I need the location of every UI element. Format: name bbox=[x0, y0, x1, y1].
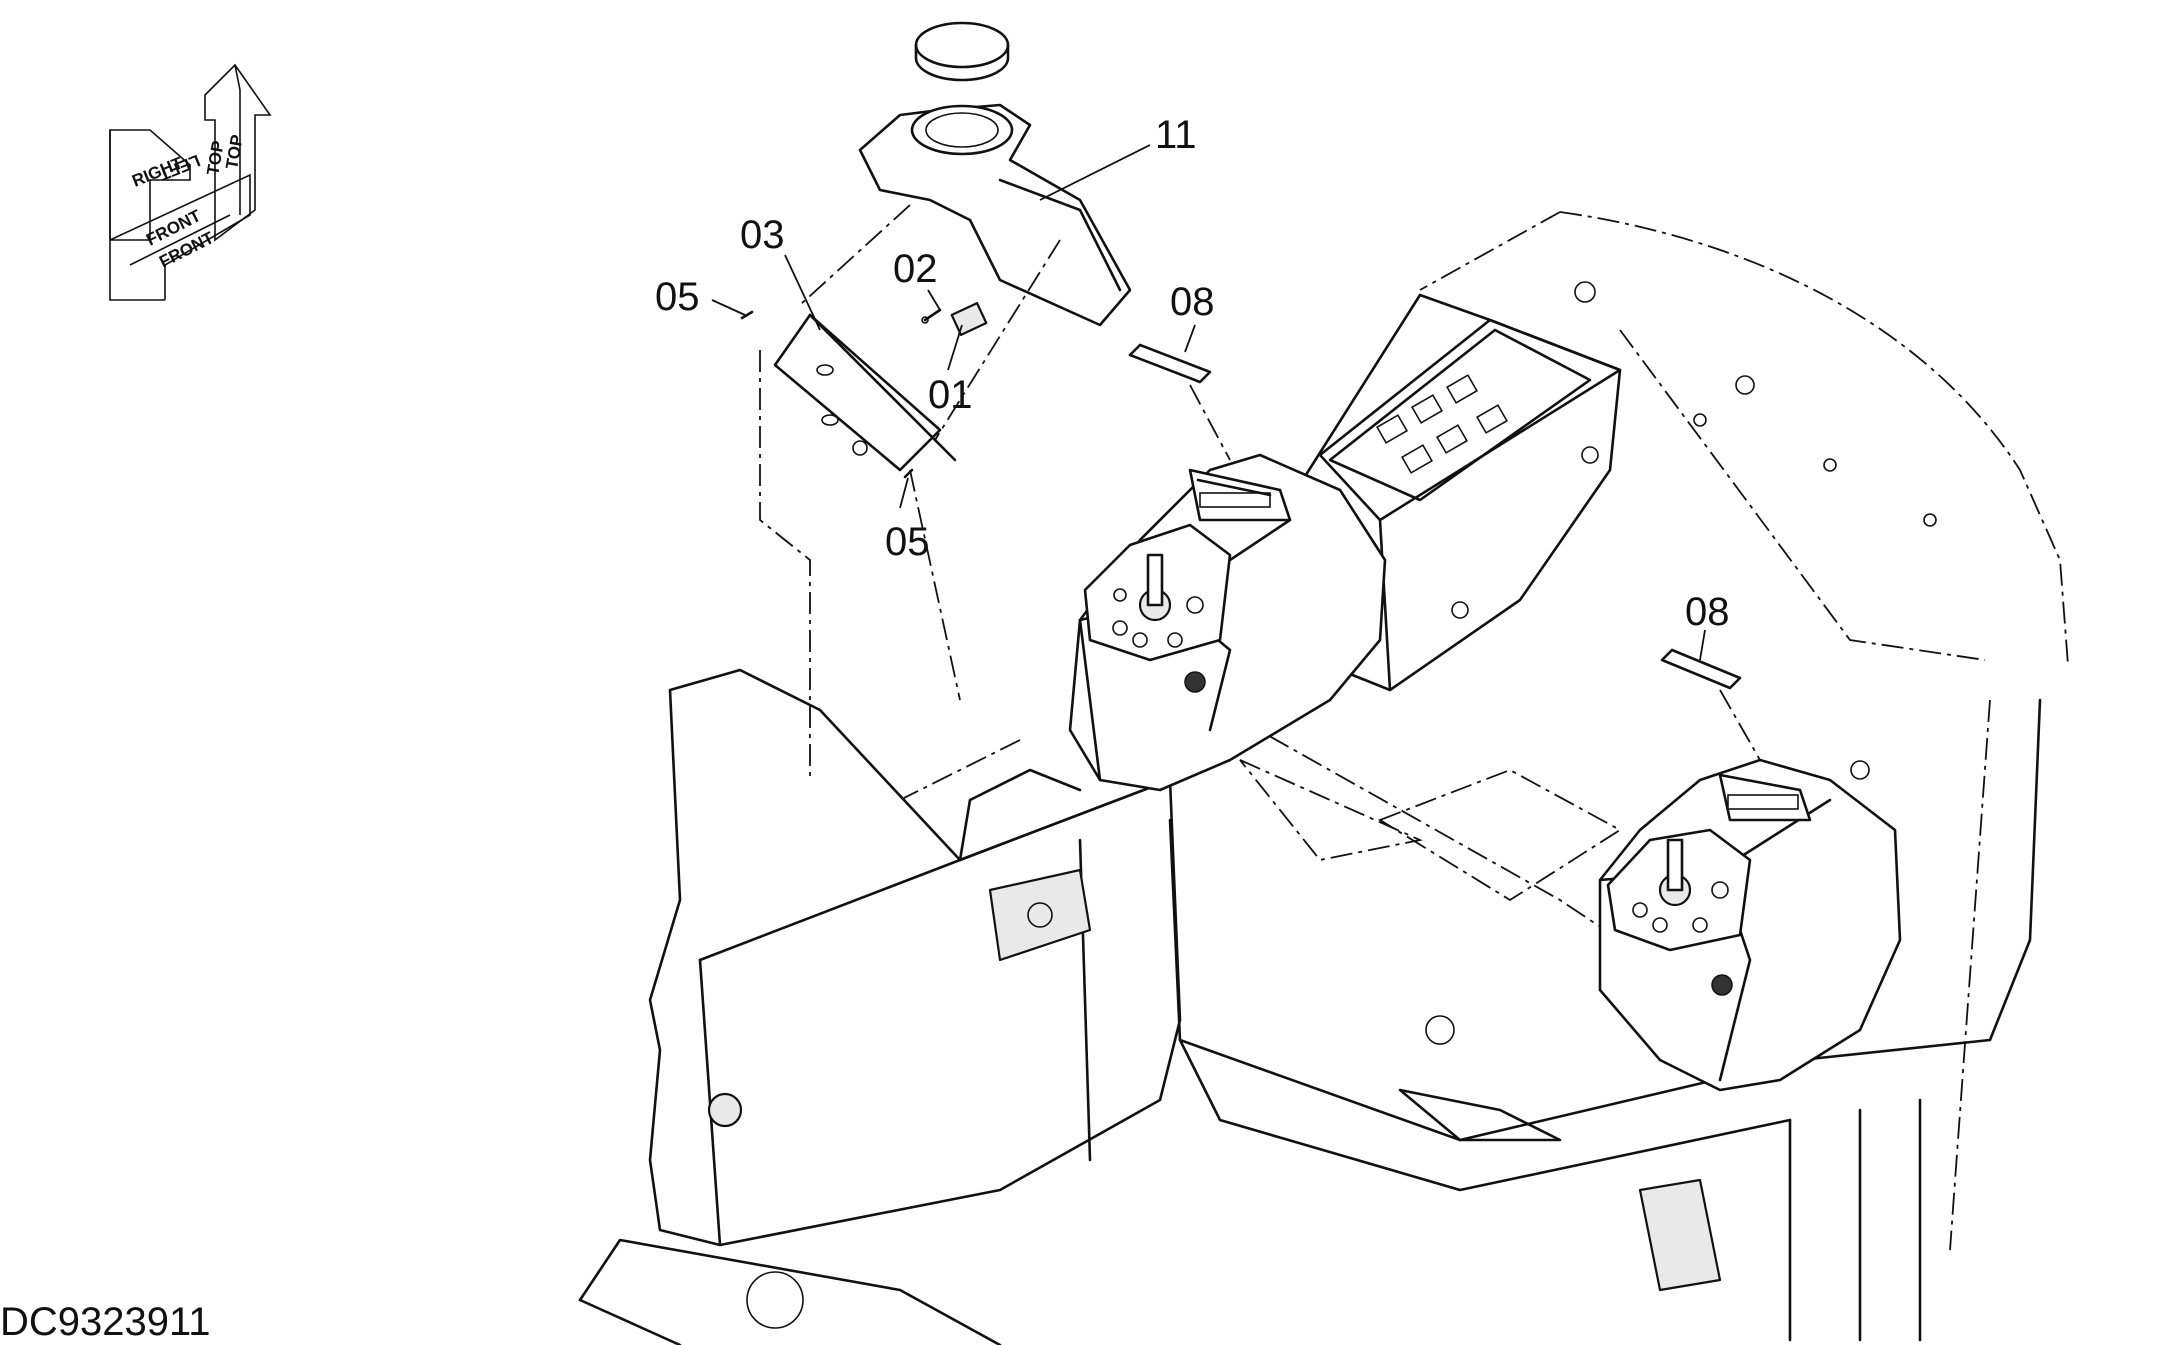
part-03-plate bbox=[773, 313, 942, 472]
part-01-switch bbox=[950, 302, 988, 336]
orientation-indicator: TOP TOP RIGHT LEFT FRONT FRONT bbox=[109, 63, 272, 301]
callout-08-left: 08 bbox=[1170, 280, 1215, 324]
callout-03: 03 bbox=[740, 213, 785, 257]
callout-01: 01 bbox=[928, 373, 973, 417]
left-control-lever-box bbox=[1068, 453, 1387, 792]
drawing-id: DC9323911 bbox=[0, 1300, 211, 1344]
rubber-cap bbox=[914, 21, 1010, 69]
right-control-lever-box bbox=[1598, 758, 1902, 1092]
exploded-parts bbox=[740, 21, 1742, 690]
callout-11: 11 bbox=[1155, 113, 1197, 157]
callout-02: 02 bbox=[893, 247, 938, 291]
cab-base-structure bbox=[578, 698, 2042, 1345]
leader-lines bbox=[711, 144, 1706, 661]
callout-08-right: 08 bbox=[1685, 590, 1730, 634]
part-08-pad-right bbox=[1660, 648, 1742, 690]
assembly-lines bbox=[759, 204, 1761, 780]
left-console-panel bbox=[648, 668, 1182, 1247]
top-label-shadow: TOP bbox=[203, 139, 228, 176]
part-08-pad-left bbox=[1128, 343, 1212, 384]
callout-05-bottom: 05 bbox=[885, 520, 930, 564]
callout-labels: 11 03 02 05 01 05 08 08 bbox=[655, 113, 1730, 634]
callout-05-top: 05 bbox=[655, 275, 700, 319]
cab-floor-outline bbox=[859, 211, 2069, 1251]
